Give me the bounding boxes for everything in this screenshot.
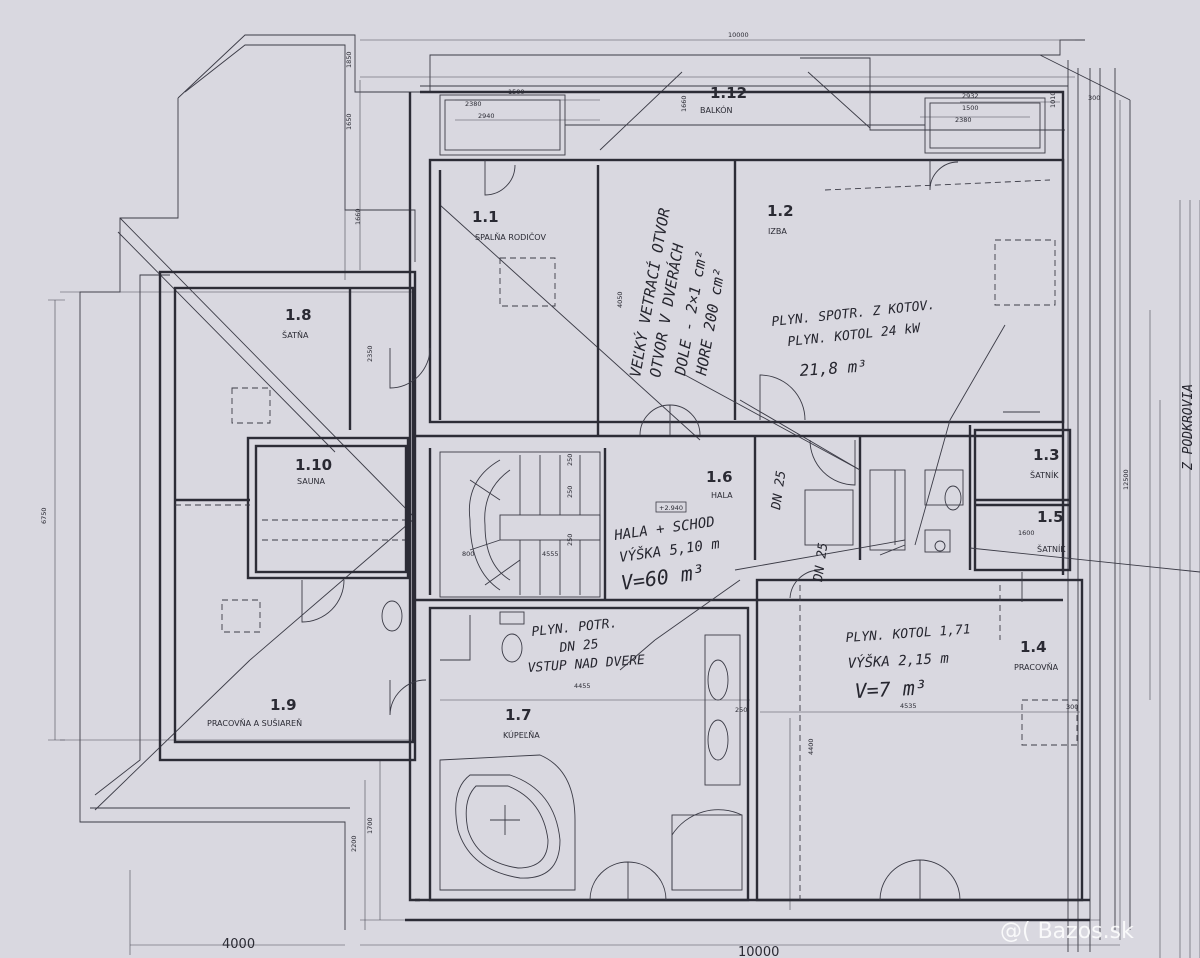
room-1-7-name: KÚPEĽŇA <box>503 729 540 740</box>
staircase <box>439 451 601 598</box>
dim-window-1500-right: 1500 <box>962 104 979 112</box>
dim-window-2932: 2932 <box>962 92 979 100</box>
watermark: @( Bazos.sk <box>1000 919 1134 944</box>
dim-bottom-a: 2200 <box>350 835 358 852</box>
dim-1010: 1010 <box>1049 91 1057 108</box>
bath-note-2: DN 25 <box>558 637 600 656</box>
room-1-6-name: HALA <box>711 491 733 500</box>
dim-balcony-depth: 1660 <box>680 95 688 112</box>
dim-room8-height: 2350 <box>366 345 374 362</box>
dim-bath-width: 4455 <box>574 682 591 690</box>
balcony <box>439 94 1046 156</box>
izba-note-3: 21,8 m³ <box>799 356 868 380</box>
doors <box>301 160 1023 901</box>
pipe-note-2: DN 25 <box>811 542 831 584</box>
gas-installation <box>619 324 1200 671</box>
office-note-2: VÝŠKA 2,15 m <box>847 649 950 672</box>
dim-stair-width: 4555 <box>542 550 559 558</box>
room-1-3-name: ŠATNÍK <box>1030 469 1059 480</box>
dim-250-bath: 250 <box>735 706 747 714</box>
dim-1600: 1600 <box>1018 529 1035 537</box>
room-1-5-name: ŠATNÍK <box>1037 543 1066 554</box>
dim-window-2380-left: 2380 <box>465 100 482 108</box>
dim-250-a: 250 <box>566 454 574 466</box>
room-1-7-number: 1.7 <box>505 706 532 724</box>
dim-window-1500-left: 1500 <box>508 88 525 96</box>
dim-top-total: 10000 <box>728 31 749 39</box>
room-1-5-number: 1.5 <box>1037 508 1064 526</box>
dim-bottom-left: 4000 <box>222 937 255 952</box>
dim-window-2380-right: 2380 <box>955 116 972 124</box>
dim-250-b: 250 <box>566 486 574 498</box>
room-1-12-number: 1.12 <box>710 84 747 102</box>
dim-800: 800 <box>462 550 474 558</box>
room-1-2-number: 1.2 <box>767 202 794 220</box>
bathroom-fixtures <box>381 600 743 891</box>
walls <box>158 90 1090 922</box>
room-1-4-number: 1.4 <box>1020 638 1047 656</box>
dim-250-c: 250 <box>566 534 574 546</box>
room-1-1-name: SPALŇA RODIČOV <box>475 231 546 242</box>
dim-1660-balcony: 1660 <box>354 208 362 225</box>
room-1-9-name: PRACOVŇA A SUŠIAREŇ <box>207 717 302 728</box>
office-note-3: V=7 m³ <box>854 675 927 703</box>
room-1-10-number: 1.10 <box>295 456 332 474</box>
dim-bottom-total: 10000 <box>738 945 779 958</box>
dim-office-width: 4535 <box>900 702 917 710</box>
hall-level: +2.940 <box>659 504 683 512</box>
dim-300-office: 300 <box>1066 703 1078 711</box>
dim-300-top: 300 <box>1088 94 1100 102</box>
room-1-8-number: 1.8 <box>285 306 312 324</box>
pipe-note-1: DN 25 <box>769 470 789 512</box>
side-note: Z PODKROVIA <box>1181 384 1196 471</box>
dim-window-2940: 2940 <box>478 112 495 120</box>
dim-room11-height: 4050 <box>616 291 624 308</box>
dim-right-height: 12500 <box>1122 469 1130 490</box>
dim-bottom-b: 1700 <box>366 817 374 834</box>
dashed-items <box>175 179 1078 900</box>
room-1-3-number: 1.3 <box>1033 446 1060 464</box>
room-1-6-number: 1.6 <box>706 468 733 486</box>
dim-office-height: 4400 <box>807 738 815 755</box>
room-1-8-name: ŠATŇA <box>282 329 309 340</box>
dimension-texts: 10000 10000 4000 6750 12500 4455 4535 44… <box>40 31 1130 958</box>
room-1-9-number: 1.9 <box>270 696 297 714</box>
dim-left-top: 1850 <box>345 51 353 68</box>
dim-left-mid: 1650 <box>345 113 353 130</box>
room-labels: 1.1 SPALŇA RODIČOV 1.2 IZBA 1.3 ŠATNÍK 1… <box>207 84 1066 740</box>
room-1-2-name: IZBA <box>768 227 787 236</box>
room-1-12-name: BALKÓN <box>700 104 733 115</box>
room-1-1-number: 1.1 <box>472 208 499 226</box>
room-1-10-name: SAUNA <box>297 477 326 486</box>
room-1-4-name: PRACOVŇA <box>1014 662 1059 672</box>
dim-left-height: 6750 <box>40 507 48 524</box>
